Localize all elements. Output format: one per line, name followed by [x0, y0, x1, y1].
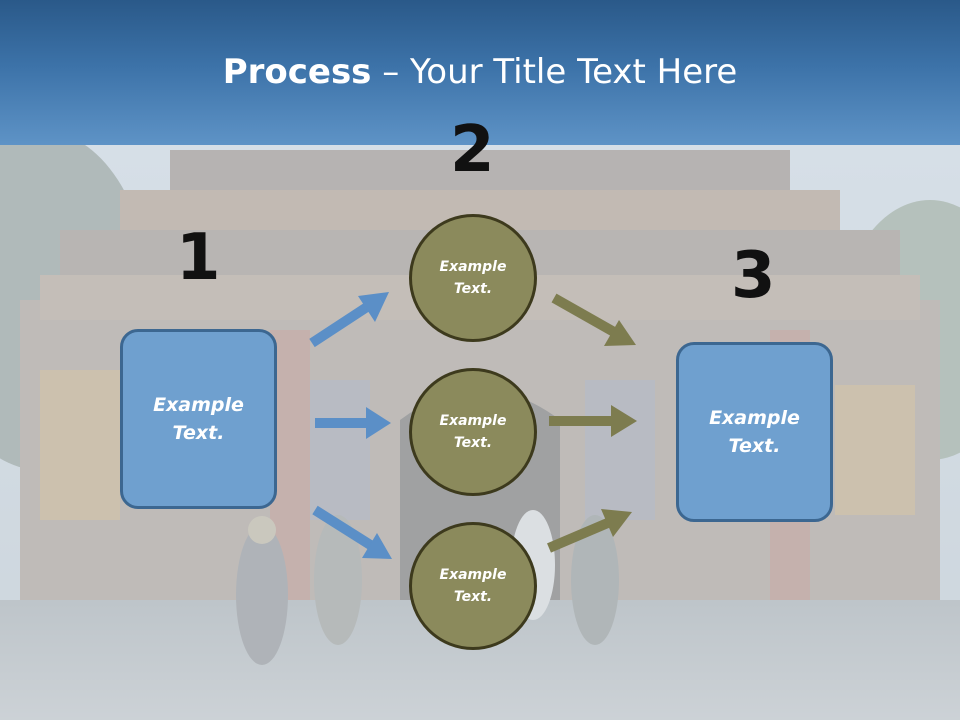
arrow-bottom-to-right [547, 509, 632, 553]
arrow-left-to-middle [315, 407, 391, 439]
arrow-left-to-top [309, 292, 389, 348]
arrow-top-to-right [551, 293, 636, 346]
title-rest: – Your Title Text Here [371, 52, 738, 92]
arrow-left-to-bottom [312, 505, 392, 559]
slide-title: Process – Your Title Text Here [0, 52, 960, 92]
step-number-2: 2 [450, 113, 495, 187]
title-bold: Process [222, 52, 372, 92]
step-number-1: 1 [176, 221, 221, 295]
step-number-3: 3 [731, 239, 776, 313]
header-band: Process – Your Title Text Here [0, 0, 960, 145]
arrow-middle-to-right [549, 405, 637, 437]
